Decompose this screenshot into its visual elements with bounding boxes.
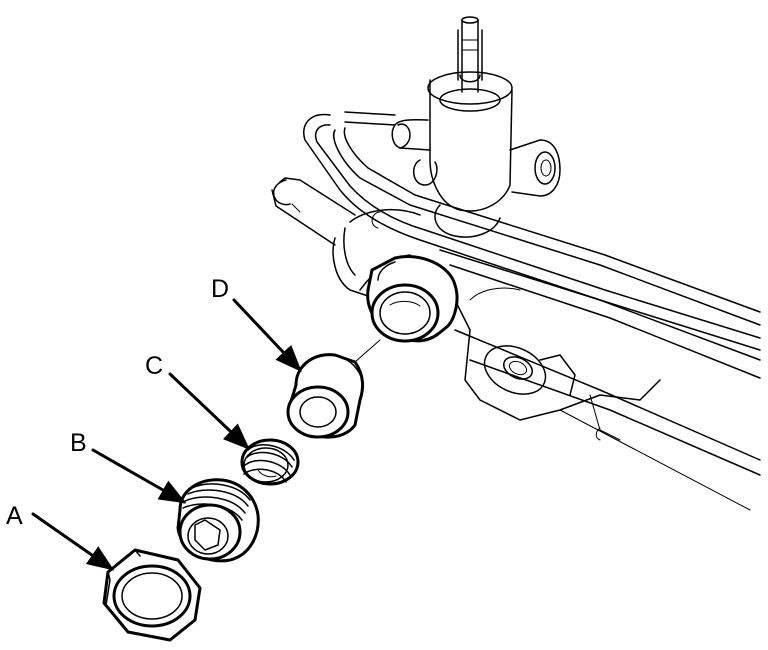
rack-housing <box>271 16 761 511</box>
leader-arrows <box>31 298 302 571</box>
fluid-lines <box>303 111 761 351</box>
leader-arrow-b <box>91 448 187 504</box>
leader-arrow-d <box>232 298 302 372</box>
label-b: B <box>70 429 87 457</box>
rack-guide-seat <box>366 255 459 343</box>
part-d-rack-guide <box>286 339 381 439</box>
part-a-locknut <box>102 548 202 642</box>
label-c: C <box>145 352 163 380</box>
part-labels: A B C D <box>6 275 229 530</box>
part-c-spring <box>240 438 300 486</box>
part-b-guide-screw <box>176 478 260 563</box>
label-a: A <box>6 502 23 530</box>
leader-arrow-a <box>31 512 115 571</box>
label-d: D <box>211 275 229 303</box>
leader-arrow-c <box>168 372 250 450</box>
